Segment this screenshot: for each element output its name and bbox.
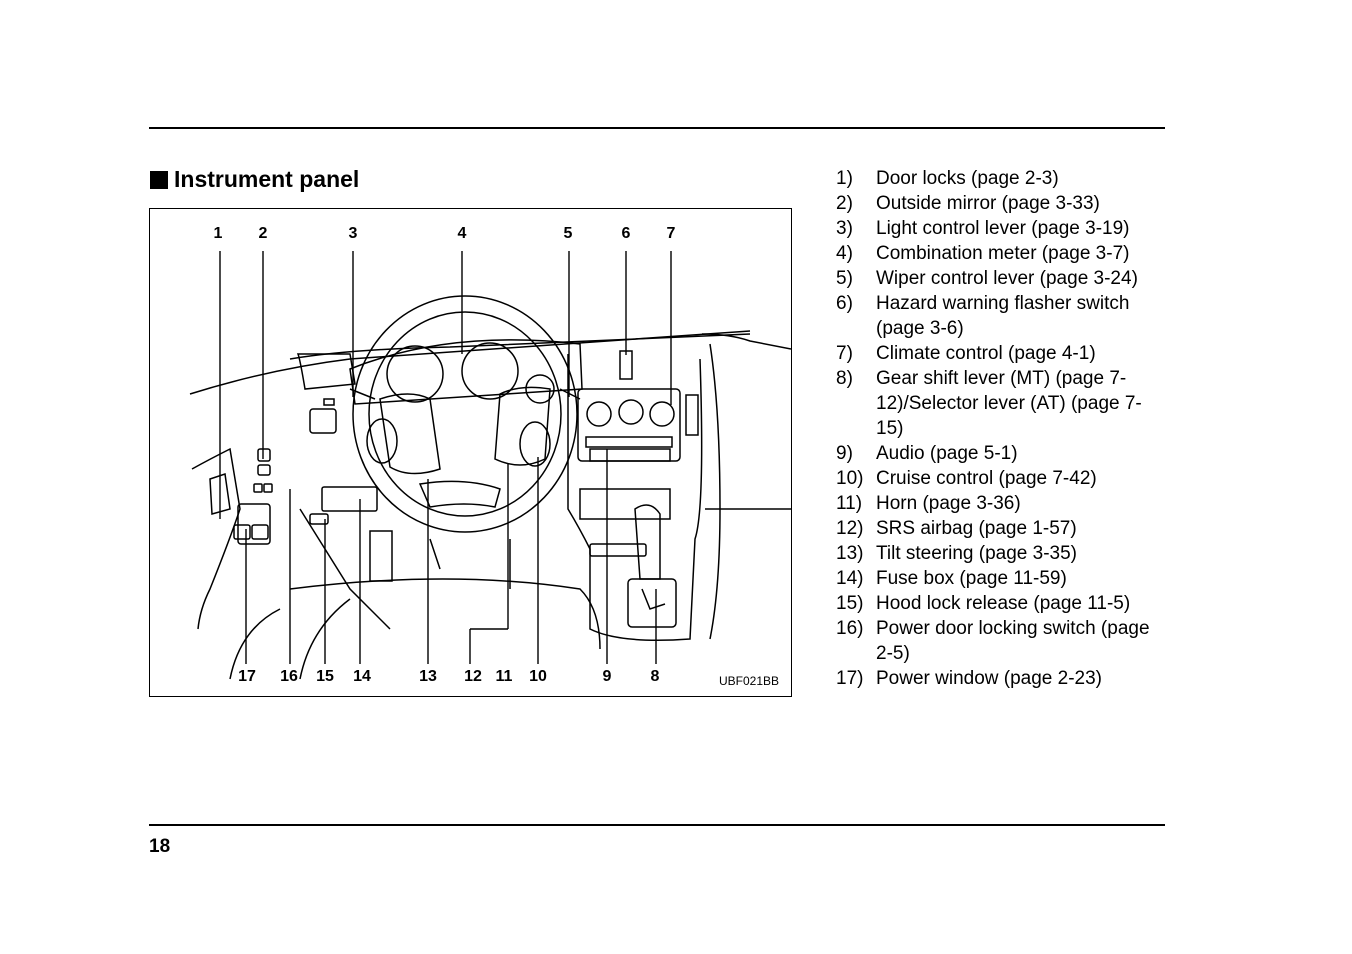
bottom-rule [149, 824, 1165, 826]
legend-item: 1)Door locks (page 2-3) [836, 168, 1059, 189]
square-bullet-icon [150, 170, 168, 189]
callout-3: 3 [348, 225, 358, 242]
callout-14: 14 [353, 668, 371, 685]
legend-item: 8)Gear shift lever (MT) (page 7-12)/Sele… [836, 368, 1142, 439]
callout-2: 2 [258, 225, 268, 242]
figure-code: UBF021BB [718, 674, 779, 688]
legend-item: 9)Audio (page 5-1) [836, 443, 1018, 464]
callout-10: 10 [529, 668, 547, 685]
callout-8: 8 [650, 668, 660, 685]
legend-item: 15)Hood lock release (page 11-5) [836, 593, 1131, 614]
callout-16: 16 [280, 668, 298, 685]
callout-15: 15 [316, 668, 334, 685]
heading-text: Instrument panel [174, 166, 360, 192]
callout-17: 17 [238, 668, 256, 685]
legend-list: 1)Door locks (page 2-3) 2)Outside mirror… [836, 166, 1166, 691]
callout-5: 5 [563, 225, 573, 242]
legend-item: 5)Wiper control lever (page 3-24) [836, 268, 1138, 289]
callout-6: 6 [621, 225, 631, 242]
legend-item: 2)Outside mirror (page 3-33) [836, 193, 1100, 214]
legend-item: 14)Fuse box (page 11-59) [836, 568, 1067, 589]
callout-13: 13 [419, 668, 437, 685]
legend-item: 10)Cruise control (page 7-42) [836, 468, 1097, 489]
callout-7: 7 [666, 225, 676, 242]
legend-item: 12)SRS airbag (page 1-57) [836, 518, 1077, 539]
section-heading: Instrument panel [150, 166, 359, 193]
callout-11: 11 [495, 668, 513, 685]
legend-item: 16)Power door locking switch (page 2-5) [836, 618, 1150, 664]
callout-1: 1 [213, 225, 223, 242]
instrument-panel-figure: 1 2 3 4 5 6 7 17 16 15 14 13 12 11 10 9 … [149, 208, 792, 697]
dashboard-drawing [189, 251, 791, 680]
page-number: 18 [149, 836, 171, 857]
callout-9: 9 [602, 668, 612, 685]
legend-item: 7)Climate control (page 4-1) [836, 343, 1096, 364]
legend-item: 17)Power window (page 2-23) [836, 668, 1103, 689]
callout-4: 4 [457, 225, 467, 242]
callout-12: 12 [464, 668, 482, 685]
legend-item: 6)Hazard warning flasher switch (page 3-… [836, 293, 1130, 339]
legend-item: 11)Horn (page 3-36) [836, 493, 1021, 514]
top-rule [149, 127, 1165, 129]
legend-item: 4)Combination meter (page 3-7) [836, 243, 1130, 264]
legend-item: 3)Light control lever (page 3-19) [836, 218, 1130, 239]
legend-item: 13)Tilt steering (page 3-35) [836, 543, 1078, 564]
